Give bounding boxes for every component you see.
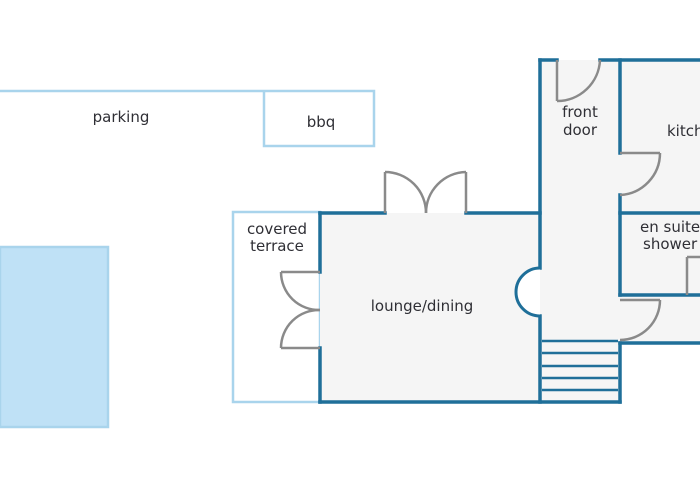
arched-opening (514, 266, 541, 318)
lower-room-door-swing (619, 298, 662, 342)
doors (279, 59, 700, 350)
lounge-dining-label: lounge/dining (371, 297, 474, 315)
terrace-double-door (279, 270, 321, 350)
lounge-dining-room (320, 213, 540, 402)
front-door-label-line2: door (563, 121, 598, 139)
kitchen-door-swing (619, 151, 662, 197)
swimming-pool (0, 245, 110, 429)
en-suite-label-line1: en suite (640, 218, 700, 236)
en-suite-door-swing (685, 255, 700, 295)
staircase (542, 339, 618, 392)
kitchen-label: kitch (667, 122, 700, 140)
lounge-double-door (383, 170, 468, 214)
walls (318, 58, 700, 404)
parking-area (0, 89, 376, 148)
parking-label: parking (93, 108, 150, 126)
front-door-hall (540, 60, 620, 402)
bbq-label: bbq (307, 113, 336, 131)
front-door-label-line1: front (562, 103, 598, 121)
front-door-swing (555, 59, 602, 103)
covered-terrace-label-line2: terrace (250, 237, 304, 255)
covered-terrace-label-line1: covered (247, 220, 307, 238)
en-suite-label-line2: shower (643, 235, 698, 253)
kitchen-room (620, 60, 700, 213)
